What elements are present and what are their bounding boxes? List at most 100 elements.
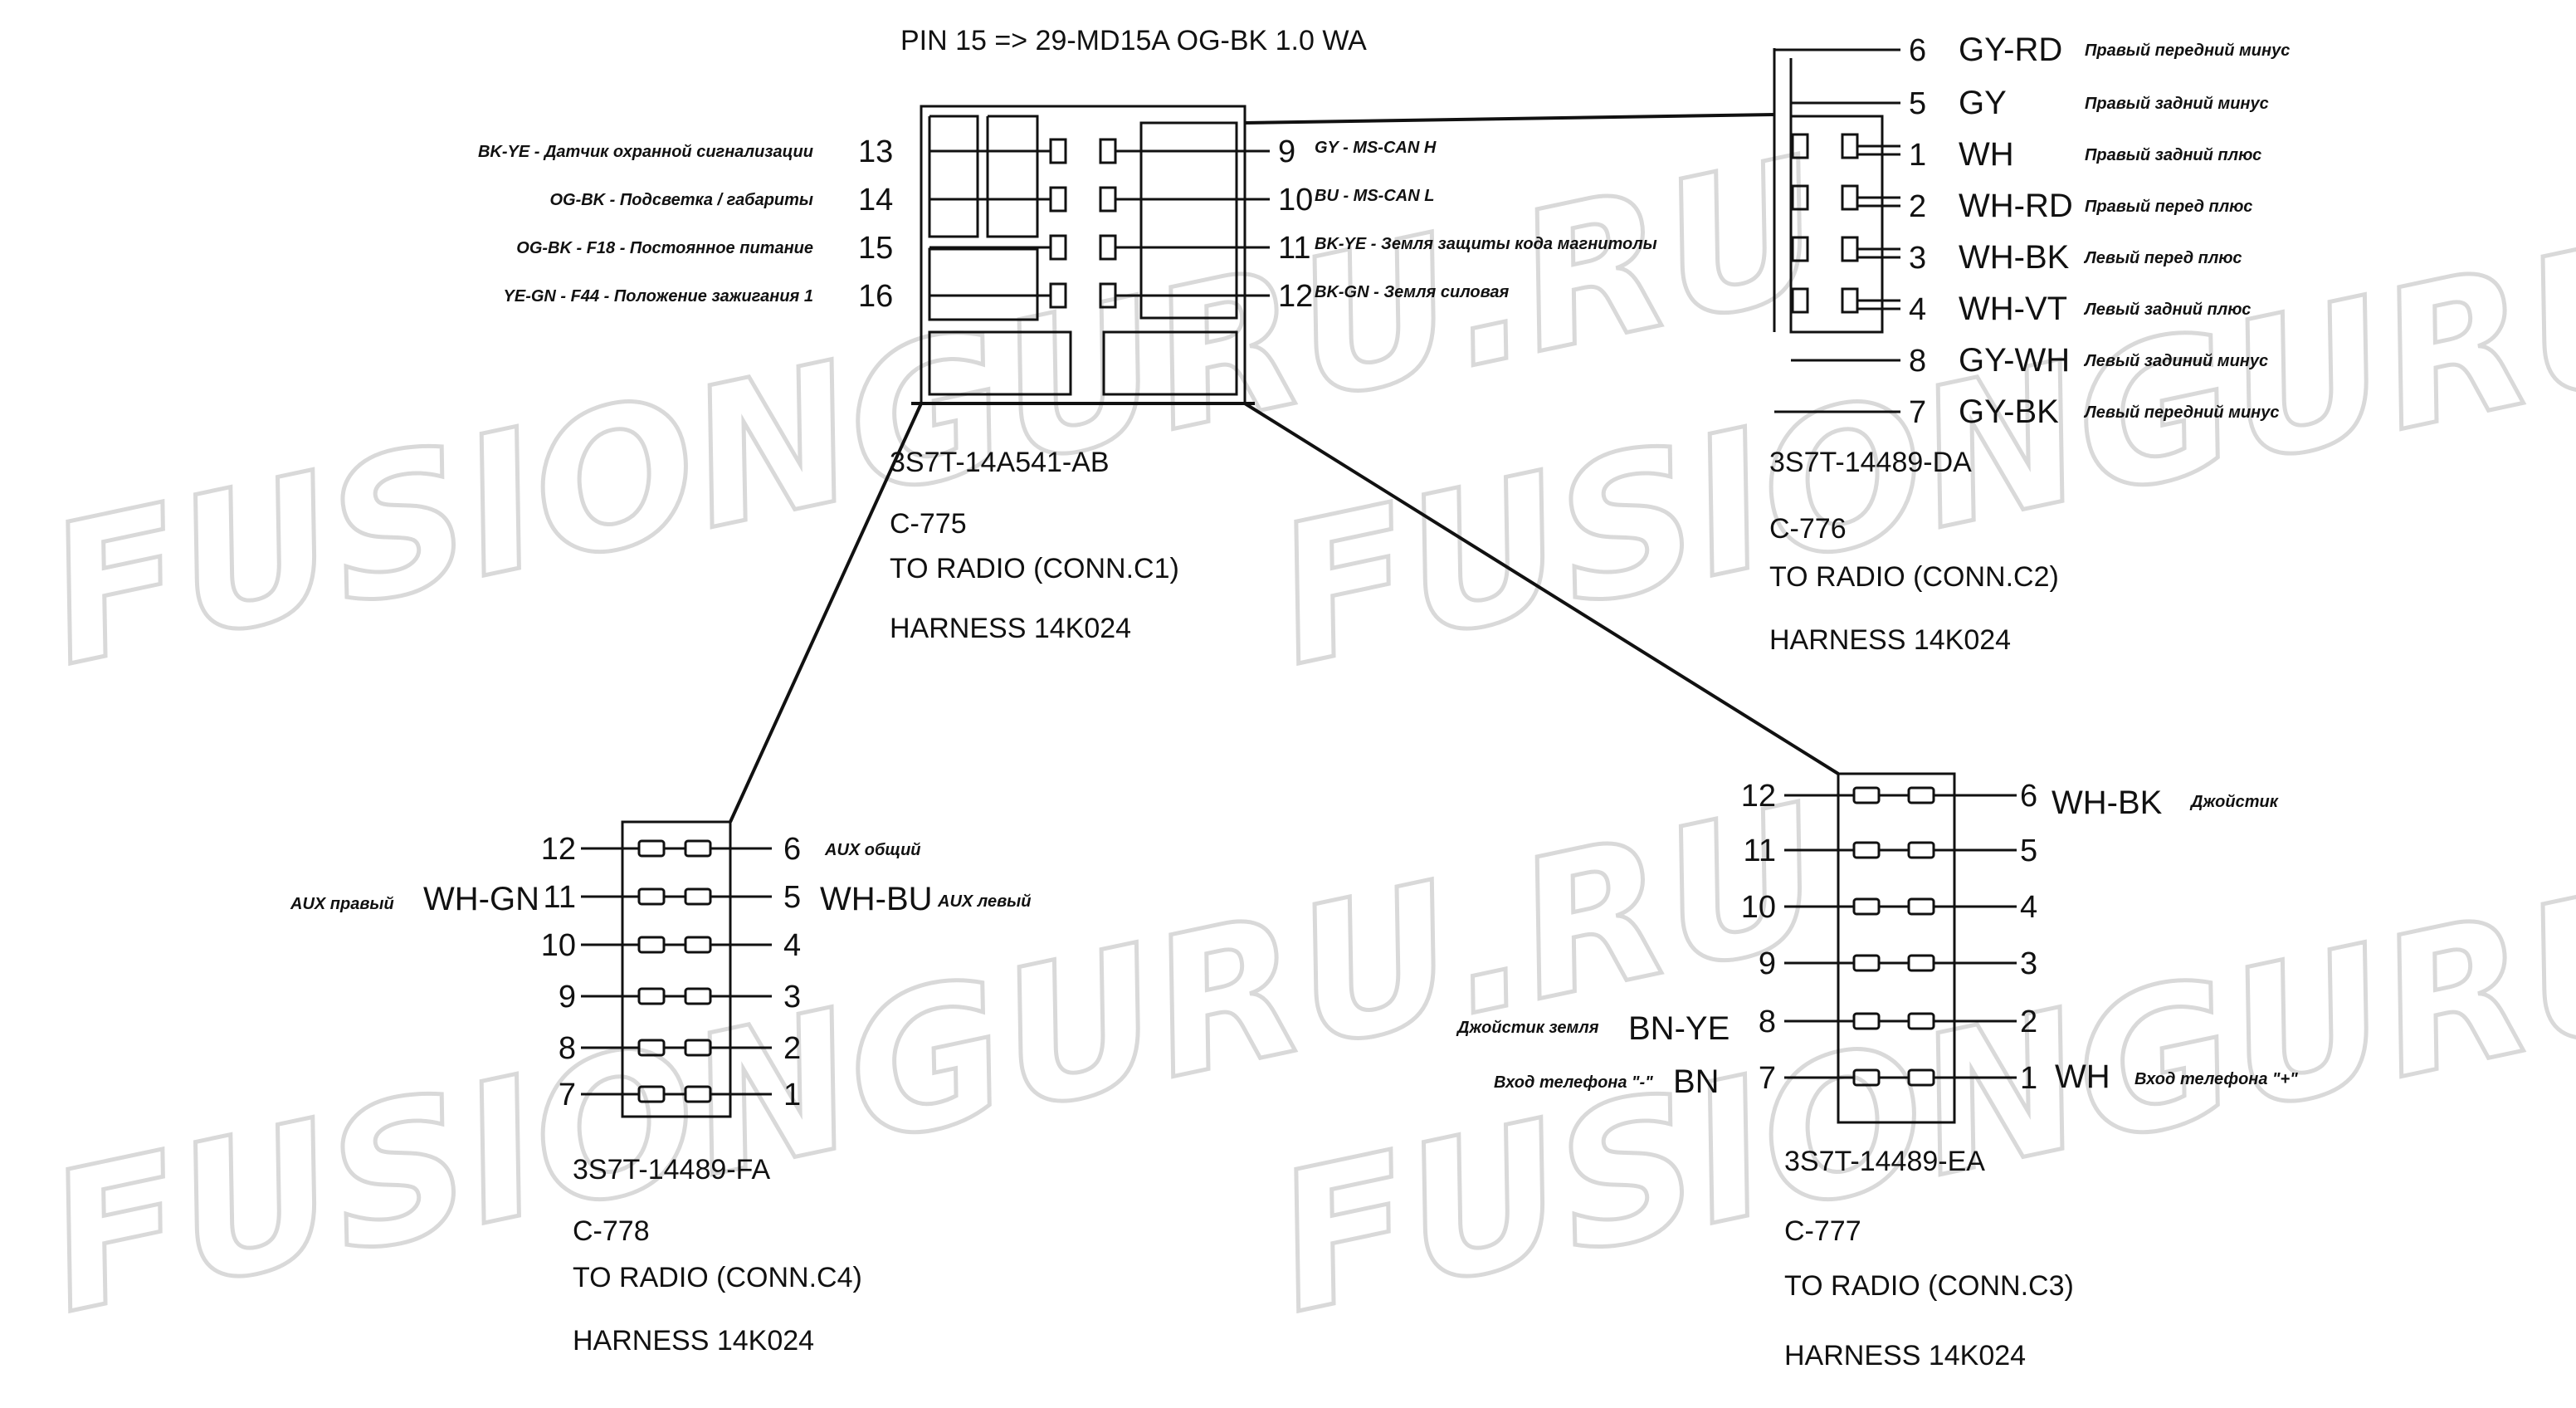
c776-pin-note: Правый задний плюс (2085, 146, 2261, 164)
c776-pin-cell (1841, 236, 1859, 262)
c776-pin-cell (1791, 236, 1809, 262)
c778-pin-number: 7 (559, 1078, 576, 1112)
c775-pin-note: OG-BK - Подсветка / габариты (549, 191, 813, 209)
c775-pin-cell (1049, 234, 1067, 261)
c776-pin-number: 1 (1909, 138, 1926, 173)
c776-harness: HARNESS 14K024 (1769, 624, 2011, 656)
c775-latch (928, 115, 979, 238)
c775-pin-number: 16 (858, 279, 893, 314)
c775-pin-cell (1099, 234, 1117, 261)
c775-pin-note: BU - MS-CAN L (1315, 187, 1434, 205)
c775-pin-note: BK-YE - Земля защиты кода магнитолы (1315, 235, 1657, 253)
c776-code: C-776 (1769, 513, 1847, 545)
c775-pin-number: 15 (858, 231, 893, 266)
c777-pin-number: 3 (2020, 946, 2037, 981)
c776-pin-cell (1841, 184, 1859, 211)
c776-pin-color: WH (1959, 136, 2014, 173)
c776-housing (1789, 115, 1884, 334)
c777-pin-number: 1 (2020, 1061, 2037, 1096)
c777-code: C-777 (1784, 1215, 1861, 1247)
c777-pin6-note: Джойстик (2189, 793, 2279, 811)
c775-code: C-775 (890, 508, 967, 540)
c777-pin8-note: Джойстик земля (1456, 1019, 1599, 1037)
c778-pin-cell (684, 887, 712, 906)
c778-pin-cell (637, 887, 666, 906)
c777-pin-cell (1852, 786, 1881, 804)
c778-pin6-note: AUX общий (824, 841, 921, 859)
c775-block (1102, 330, 1238, 396)
c778-pin-number: 11 (544, 880, 576, 915)
c777-pin-number: 9 (1759, 946, 1776, 981)
c777-pin-number: 10 (1741, 890, 1776, 925)
c777-pin-cell (1852, 841, 1881, 859)
c776-pin-note: Левый задиний минус (2083, 352, 2268, 370)
c776-pin-note: Левый передний минус (2083, 403, 2280, 422)
c775-block (928, 330, 1072, 396)
c776-pin-note: Левый задний плюс (2083, 301, 2251, 319)
c776-pin-number: 6 (1909, 33, 1926, 68)
harness-line-c775-c778 (729, 403, 923, 823)
c776-pin-color: GY-WH (1959, 342, 2070, 379)
c776-pin-number: 8 (1909, 344, 1926, 379)
c776-pin-cell (1791, 133, 1809, 159)
c775-pin-number: 12 (1278, 279, 1313, 314)
c775-pin-note: OG-BK - F18 - Постоянное питание (516, 239, 813, 257)
c775-pin-number: 11 (1278, 231, 1310, 266)
c776-pin-color: WH-BK (1959, 239, 2070, 276)
c778-pin-number: 10 (541, 928, 576, 963)
c777-pin-number: 4 (2020, 890, 2037, 925)
c775-pin-cell (1099, 186, 1117, 213)
c775-block (1139, 121, 1238, 320)
c777-pin-cell (1907, 954, 1935, 972)
c776-pin-note: Правый задний минус (2085, 95, 2269, 113)
c778-pin-number: 5 (783, 880, 801, 915)
c775-latch (986, 115, 1039, 238)
c776-pin-note: Правый передний минус (2085, 42, 2290, 60)
c775-pin-cell (1099, 138, 1117, 164)
c777-pin-number: 12 (1741, 779, 1776, 814)
c776-pin-cell (1841, 287, 1859, 314)
c778-pin-number: 1 (783, 1078, 801, 1112)
c775-harness: HARNESS 14K024 (890, 613, 1131, 644)
c776-dest: TO RADIO (CONN.C2) (1769, 561, 2059, 593)
c776-pin-note: Правый перед плюс (2085, 198, 2252, 216)
c775-pin-cell (1049, 186, 1067, 213)
c775-pin-cells (929, 138, 1270, 309)
c775-block (928, 247, 1039, 321)
c778-code: C-778 (573, 1215, 650, 1247)
c777-harness: HARNESS 14K024 (1784, 1340, 2026, 1371)
c776-pin-number: 2 (1909, 189, 1926, 224)
c776-pin-cell (1791, 184, 1809, 211)
c777-pin-number: 11 (1744, 834, 1776, 868)
c776-pin-color: GY (1959, 85, 2007, 121)
c775-pin-note: YE-GN - F44 - Положение зажигания 1 (504, 287, 813, 306)
c776-pin-color: WH-VT (1959, 291, 2067, 327)
c778-dest: TO RADIO (CONN.C4) (573, 1262, 862, 1293)
c778-pin-number: 8 (559, 1031, 576, 1066)
c778-pin-number: 4 (783, 928, 801, 963)
c777-pin-number: 6 (2020, 779, 2037, 814)
c778-pin11-note: AUX правый (290, 895, 394, 913)
c778-harness: HARNESS 14K024 (573, 1325, 814, 1357)
c776-pin-color: GY-RD (1959, 32, 2062, 68)
c776-pin-cell (1841, 133, 1859, 159)
c776-pin-number: 3 (1909, 241, 1926, 276)
c776-pin-cell (1791, 287, 1809, 314)
c777-pin8-color: BN-YE (1628, 1010, 1730, 1047)
c778-pin-number: 2 (783, 1031, 801, 1066)
c776-pin-number: 7 (1909, 395, 1926, 430)
c778-pin-number: 3 (783, 980, 801, 1014)
c778-part: 3S7T-14489-FA (573, 1154, 770, 1186)
c777-pin-cell (1852, 954, 1881, 972)
c775-dest: TO RADIO (CONN.C1) (890, 553, 1179, 584)
c778-pin5-note: AUX левый (937, 892, 1031, 911)
c778-pin-cell (684, 936, 712, 954)
